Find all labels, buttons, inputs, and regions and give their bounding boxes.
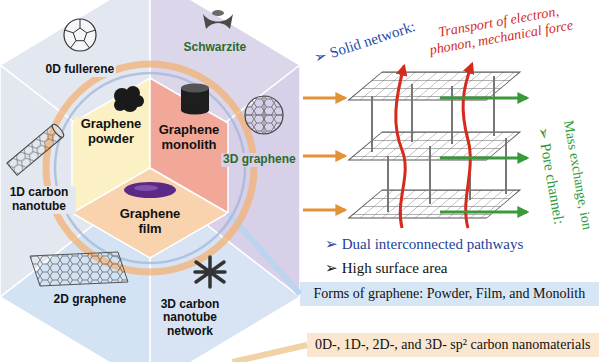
3d-graphene-icon [245, 96, 283, 134]
band-text: Forms of graphene: Powder, Film, and Mon… [306, 282, 594, 306]
network-mesh [349, 72, 520, 218]
electron-arrow [463, 64, 472, 228]
annotation-text: ➢ High surface area [325, 260, 448, 277]
node-label: 1D carbon nanotube [2, 186, 76, 214]
shape-fill [72, 168, 228, 258]
node-label: Graphene film [113, 207, 187, 237]
annotation-text: ➢ Pore channel: [533, 125, 567, 225]
annotation-text: ➢ Solid network: [312, 18, 418, 67]
leader-connector [233, 345, 308, 362]
input-arrow [303, 97, 345, 100]
blue-ring [55, 73, 245, 263]
powder-icon [114, 86, 144, 112]
node-label: Schwarzite [182, 41, 249, 55]
electron-arrow [396, 66, 405, 228]
pore-arrow [440, 157, 527, 160]
schwarzite-icon [203, 10, 233, 29]
monolith-icon [181, 84, 209, 115]
film-icon [124, 182, 176, 198]
orange-ring [46, 64, 254, 272]
node-label: Graphene monolith [152, 123, 226, 153]
annotation-text: Transport of electron, phonon, mechanica… [414, 0, 585, 61]
node-label: 3D graphene [221, 153, 298, 167]
caption-band: Forms of graphene: Powder, Film, and Mon… [300, 282, 599, 306]
caption-band: 0D-, 1D-, 2D-, and 3D- sp² carbon nanoma… [307, 333, 599, 357]
node-label: Graphene powder [74, 117, 148, 147]
node-label: 0D fullerene [44, 63, 117, 77]
leader-connector [228, 213, 300, 294]
nanotube-icon [7, 123, 66, 176]
input-arrow [303, 209, 345, 212]
graphene-form-rhombus: Graphene film [72, 168, 228, 258]
node-label: 3D carbon nanotube network [152, 298, 228, 339]
pore-arrow [440, 211, 527, 214]
annotation-text: ➢ Dual interconnected pathways [325, 236, 523, 253]
node-label: 2D graphene [52, 293, 129, 307]
pore-arrow [440, 97, 527, 100]
input-arrow [303, 155, 345, 158]
cnt-network-icon [195, 257, 225, 287]
graphene-sheet-icon [30, 252, 128, 286]
fullerene-icon [64, 19, 96, 51]
band-text: 0D-, 1D-, 2D-, and 3D- sp² carbon nanoma… [307, 333, 599, 357]
